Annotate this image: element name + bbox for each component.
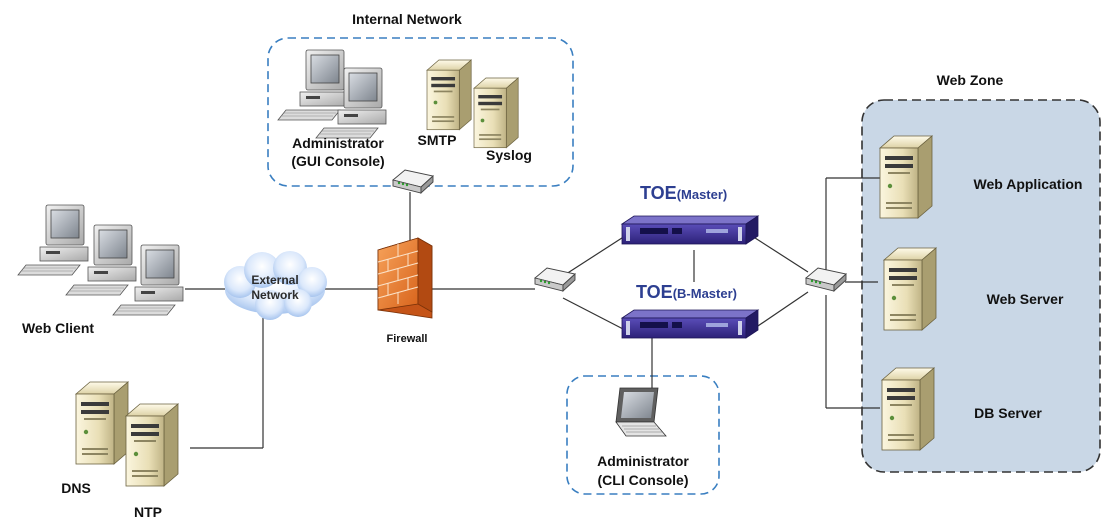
- server-tower-icon: [883, 247, 937, 331]
- firewall-brick-icon: [377, 237, 433, 319]
- web-server-label: Web Server: [987, 291, 1064, 307]
- toe-bmaster-label: TOE(B-Master): [636, 282, 737, 302]
- cli-console-zone: [566, 375, 720, 495]
- smtp-label: SMTP: [418, 132, 457, 148]
- admin-gui-label-line1: Administrator: [292, 135, 384, 151]
- admin-cli-label-line1: Administrator: [597, 453, 689, 469]
- server-tower-icon: [75, 381, 129, 465]
- server-tower-icon: [881, 367, 935, 451]
- network-switch-icon: [392, 169, 434, 194]
- external-network-label-line1: External: [251, 273, 298, 287]
- firewall-label: Firewall: [387, 333, 428, 345]
- pc-workstation-icon: [277, 49, 349, 121]
- pc-workstation-icon: [17, 204, 89, 276]
- internal-network-title: Internal Network: [352, 11, 462, 27]
- admin-gui-label-line2: (GUI Console): [291, 153, 384, 169]
- server-tower-icon: [125, 403, 179, 487]
- ntp-label: NTP: [134, 504, 162, 520]
- rack-appliance-icon: [621, 215, 759, 245]
- dns-label: DNS: [61, 480, 91, 496]
- connection-lines: [185, 177, 880, 449]
- web-application-label: Web Application: [974, 176, 1083, 192]
- network-switch-icon: [805, 267, 847, 292]
- server-tower-icon: [473, 77, 519, 149]
- rack-appliance-icon: [621, 309, 759, 339]
- server-tower-icon: [879, 135, 933, 219]
- laptop-icon: [615, 387, 667, 437]
- web-zone-title: Web Zone: [937, 72, 1004, 88]
- web-client-label: Web Client: [22, 320, 94, 336]
- web-client-pcs: [17, 204, 184, 316]
- db-server-label: DB Server: [974, 405, 1042, 421]
- internal-network-zone: [267, 37, 574, 187]
- toe-master-label: TOE(Master): [640, 183, 727, 203]
- cloud-icon: [224, 251, 327, 320]
- external-network-label-line2: Network: [251, 288, 299, 302]
- syslog-label: Syslog: [486, 147, 532, 163]
- server-tower-icon: [426, 59, 472, 131]
- admin-cli-label-line2: (CLI Console): [598, 472, 689, 488]
